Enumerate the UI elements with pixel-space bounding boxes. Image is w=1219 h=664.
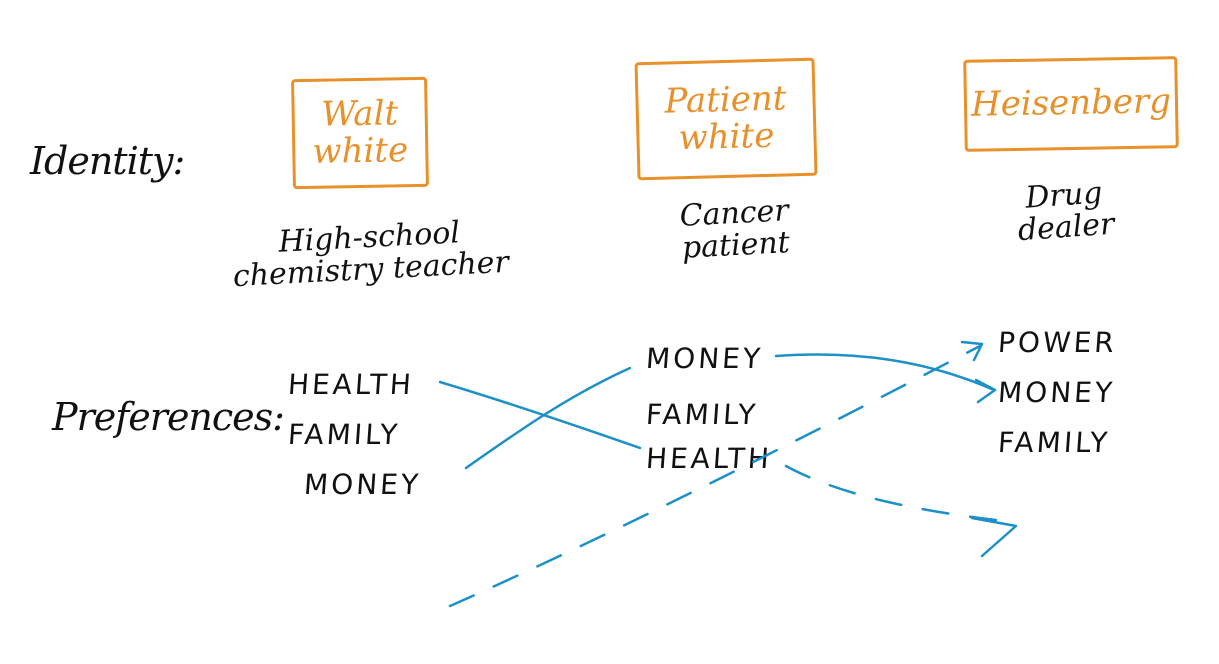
arrow-health-to-health	[438, 380, 642, 450]
arrow-dashed-to-power	[448, 344, 982, 608]
arrow-dashed-health-out	[784, 464, 1016, 524]
arrowhead-heisenberg-money	[974, 378, 997, 404]
arrow-money-to-money	[464, 366, 632, 470]
preferences-row-label: Preferences:	[52, 395, 285, 439]
arrowhead-health-out	[970, 516, 1018, 558]
arrowhead-power	[960, 340, 984, 362]
arrow-money-to-heisenberg-money	[774, 353, 996, 392]
identity-row-label: Identity:	[30, 139, 185, 183]
